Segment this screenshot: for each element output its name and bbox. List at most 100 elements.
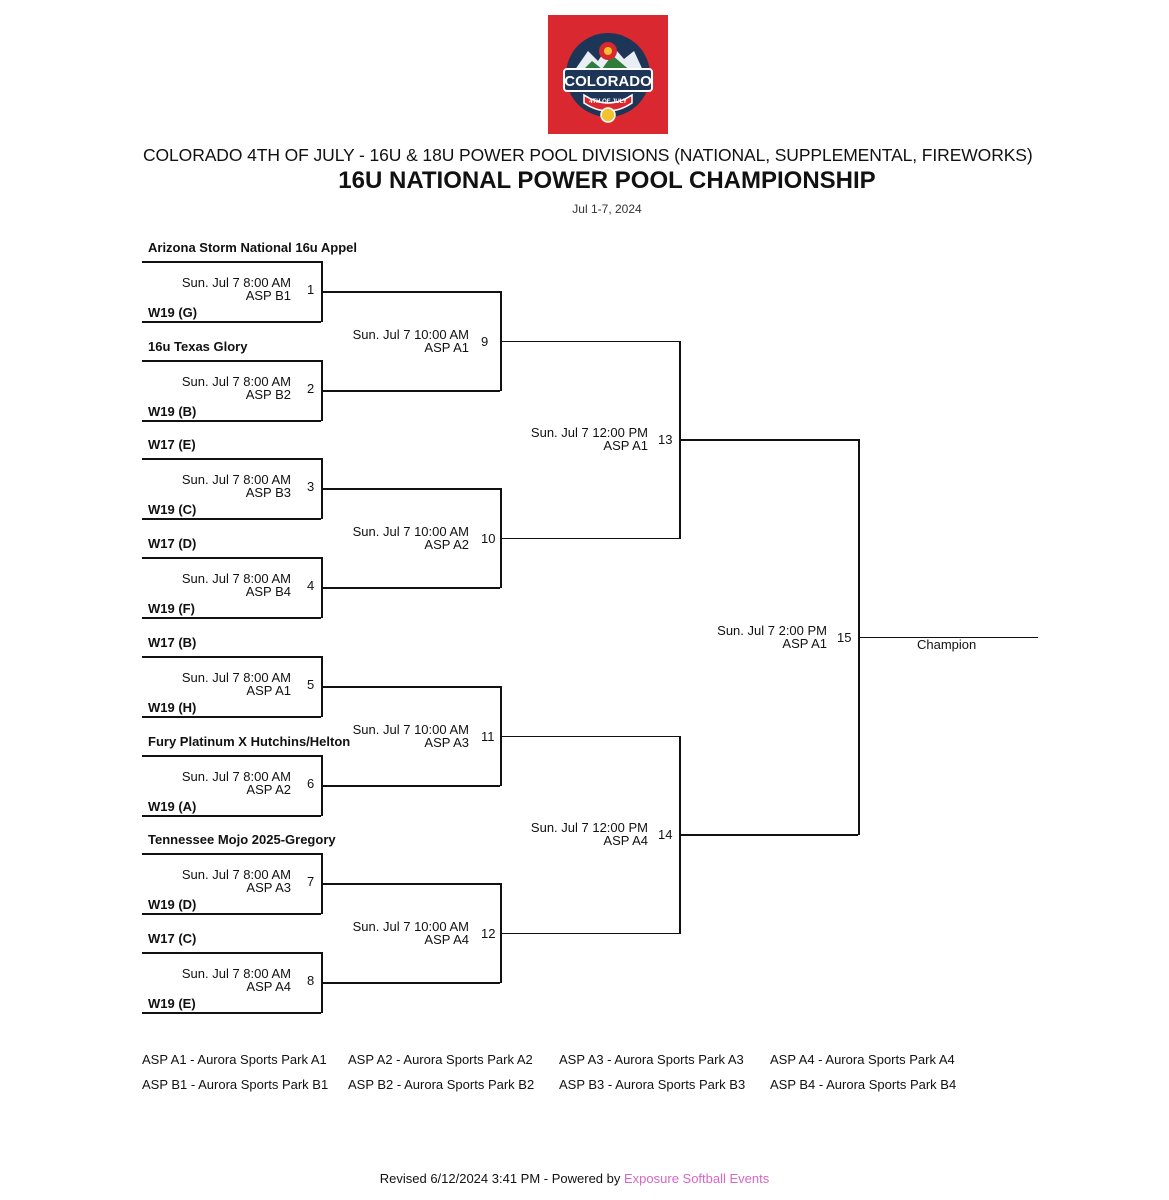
event-dates: Jul 1-7, 2024 xyxy=(572,202,642,216)
team-name: W19 (F) xyxy=(148,601,195,616)
logo-bottom-text: 4TH OF JULY xyxy=(589,99,627,105)
team-name: 16u Texas Glory xyxy=(148,339,248,354)
game-line-top xyxy=(142,557,321,559)
game-field: ASP B2 xyxy=(245,387,291,402)
game-line-bottom xyxy=(321,982,500,984)
game-line-bottom xyxy=(142,518,321,520)
game-line-bottom xyxy=(679,834,858,836)
game-number: 6 xyxy=(307,776,315,791)
footer: Revised 6/12/2024 3:41 PM - Powered by E… xyxy=(0,1171,1149,1186)
game-line-top xyxy=(321,883,500,885)
legend-item: ASP A2 - Aurora Sports Park A2 xyxy=(348,1052,533,1067)
game-line-bottom xyxy=(321,785,500,787)
game-line-top xyxy=(142,656,321,658)
legend-item: ASP B1 - Aurora Sports Park B1 xyxy=(142,1077,329,1092)
game-time: Sun. Jul 7 12:00 PM xyxy=(530,425,648,440)
game-line-bottom xyxy=(500,932,679,934)
game-number: 8 xyxy=(307,973,315,988)
game-field: ASP A3 xyxy=(246,880,291,895)
team-name: W19 (D) xyxy=(148,897,197,912)
game-field: ASP A4 xyxy=(603,833,648,848)
game-field: ASP A1 xyxy=(246,683,291,698)
game-line-bottom xyxy=(142,420,321,422)
game-line-top xyxy=(321,686,500,688)
legend-item: ASP A4 - Aurora Sports Park A4 xyxy=(770,1052,955,1067)
team-name: W19 (A) xyxy=(148,799,197,814)
team-name: W17 (C) xyxy=(148,931,197,946)
game-number: 2 xyxy=(307,381,315,396)
team-name: Fury Platinum X Hutchins/Helton xyxy=(148,734,351,749)
game-time: Sun. Jul 7 2:00 PM xyxy=(717,622,827,638)
game-number: 11 xyxy=(481,728,495,744)
game-line-bottom xyxy=(142,716,321,718)
game-number: 5 xyxy=(307,677,315,692)
game-time: Sun. Jul 7 8:00 AM xyxy=(181,472,291,487)
game-field: ASP B3 xyxy=(245,485,291,500)
game-time: Sun. Jul 7 10:00 AM xyxy=(352,523,469,539)
game-time: Sun. Jul 7 12:00 PM xyxy=(530,820,648,835)
legend-item: ASP A1 - Aurora Sports Park A1 xyxy=(142,1052,327,1067)
game-number: 15 xyxy=(837,629,852,645)
game-line-bottom xyxy=(321,390,500,392)
game-time: Sun. Jul 7 8:00 AM xyxy=(181,275,291,290)
team-name: W19 (B) xyxy=(148,404,197,419)
legend-item: ASP B2 - Aurora Sports Park B2 xyxy=(348,1077,535,1092)
game-field: ASP B4 xyxy=(245,584,291,599)
champion-line xyxy=(858,636,1038,638)
team-name: W19 (G) xyxy=(148,305,198,320)
game-time: Sun. Jul 7 10:00 AM xyxy=(352,326,469,342)
bracket-title: 16U NATIONAL POWER POOL CHAMPIONSHIP xyxy=(338,167,876,194)
game-number: 1 xyxy=(307,282,315,297)
game-number: 3 xyxy=(307,479,315,494)
game-field: ASP A3 xyxy=(424,734,469,750)
logo-top-text: COLORADO xyxy=(564,73,652,90)
game-field: ASP A4 xyxy=(424,931,469,947)
legend-item: ASP B3 - Aurora Sports Park B3 xyxy=(559,1077,746,1092)
team-name: W19 (H) xyxy=(148,700,197,715)
game-line-bottom xyxy=(142,617,321,619)
game-line-bottom xyxy=(500,537,679,539)
game-line-top xyxy=(142,360,321,362)
game-line-top xyxy=(142,458,321,460)
event-title: COLORADO 4TH OF JULY - 16U & 18U POWER P… xyxy=(143,145,1033,165)
game-line-top xyxy=(679,439,858,441)
game-field: ASP A2 xyxy=(246,782,291,797)
game-number: 10 xyxy=(481,530,496,546)
team-name: W19 (E) xyxy=(148,996,196,1011)
game-line-bottom xyxy=(142,321,321,323)
game-line-bottom xyxy=(321,587,500,589)
game-time: Sun. Jul 7 8:00 AM xyxy=(181,571,291,586)
game-field: ASP A1 xyxy=(782,635,827,651)
game-field: ASP B1 xyxy=(245,288,291,303)
team-name: W19 (C) xyxy=(148,502,197,517)
game-field: ASP A2 xyxy=(424,536,469,552)
game-number: 9 xyxy=(481,333,489,349)
game-line-top xyxy=(321,291,500,293)
team-name: W17 (B) xyxy=(148,635,197,650)
game-time: Sun. Jul 7 8:00 AM xyxy=(181,670,291,685)
game-time: Sun. Jul 7 8:00 AM xyxy=(181,966,291,981)
team-name: W17 (E) xyxy=(148,437,196,452)
game-time: Sun. Jul 7 8:00 AM xyxy=(181,769,291,784)
game-line-top xyxy=(500,735,679,737)
game-line-bottom xyxy=(142,913,321,915)
game-number: 7 xyxy=(307,874,315,889)
game-number: 14 xyxy=(658,827,673,842)
game-field: ASP A4 xyxy=(246,979,291,994)
game-time: Sun. Jul 7 8:00 AM xyxy=(181,374,291,389)
legend-item: ASP A3 - Aurora Sports Park A3 xyxy=(559,1052,744,1067)
game-time: Sun. Jul 7 10:00 AM xyxy=(352,918,469,934)
legend-item: ASP B4 - Aurora Sports Park B4 xyxy=(770,1077,957,1092)
powered-by-link[interactable]: Exposure Softball Events xyxy=(624,1171,770,1186)
game-line-top xyxy=(142,755,321,757)
game-line-bottom xyxy=(142,1012,321,1014)
game-line-top xyxy=(142,952,321,954)
game-line-top xyxy=(142,853,321,855)
game-line-top xyxy=(142,261,321,263)
game-time: Sun. Jul 7 10:00 AM xyxy=(352,721,469,737)
game-number: 4 xyxy=(307,578,315,593)
event-logo: COLORADO 4TH OF JULY xyxy=(548,15,668,134)
game-line-top xyxy=(500,340,679,342)
revised-text: Revised 6/12/2024 3:41 PM - Powered by xyxy=(379,1171,624,1186)
champion-label: Champion xyxy=(917,637,977,652)
